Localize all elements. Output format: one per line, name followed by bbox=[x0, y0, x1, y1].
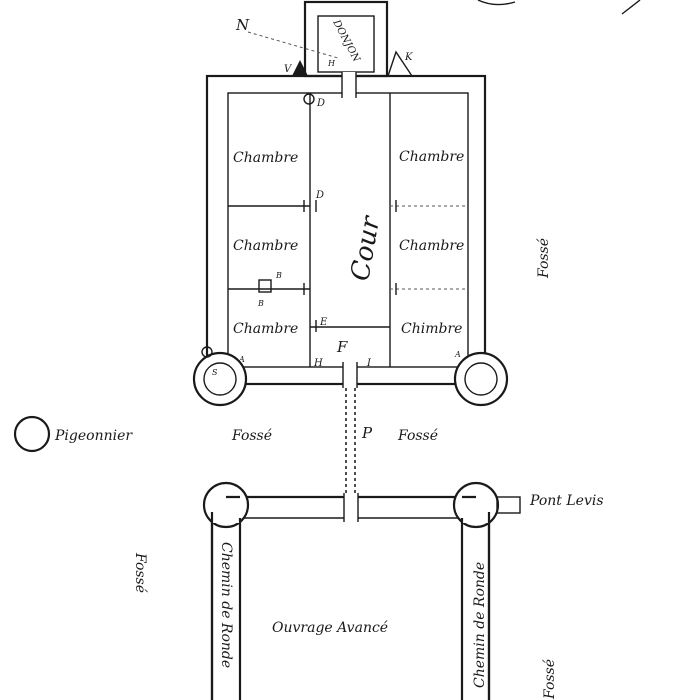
fosse-mid-right-label: Fossé bbox=[397, 428, 438, 444]
mark-v: V bbox=[284, 64, 293, 75]
well-b bbox=[258, 279, 272, 293]
mark-a-left: A bbox=[238, 355, 245, 364]
bridge-causeway bbox=[345, 388, 356, 497]
chambre-right-2: Chambre bbox=[399, 238, 464, 254]
outwork-walls bbox=[210, 493, 491, 700]
fosse-bottom-right-label: Fossé bbox=[542, 659, 558, 700]
pigeonnier-circle bbox=[13, 415, 51, 453]
pigeonnier-label: Pigeonnier bbox=[54, 428, 133, 444]
keep-south-gate bbox=[342, 362, 358, 388]
pont-levis-label: Pont Levis bbox=[529, 493, 604, 509]
mark-s: S bbox=[212, 368, 218, 377]
outwork-tower-east bbox=[452, 481, 521, 700]
corner-sketch-mark bbox=[621, 0, 641, 15]
corner-wedge-left bbox=[292, 60, 308, 76]
chambre-right-3: Chimbre bbox=[401, 321, 462, 337]
fosse-left-bottom-label: Fossé bbox=[132, 552, 148, 593]
chemin-right-label: Chemin de Ronde bbox=[472, 562, 488, 688]
mark-b-1: B bbox=[275, 271, 282, 280]
mark-h-bottom: H bbox=[313, 358, 323, 369]
chambre-left-1: Chambre bbox=[233, 150, 298, 166]
tower-south-east: A bbox=[453, 350, 509, 407]
outwork-tower-west bbox=[202, 481, 250, 700]
cour-label: Cour bbox=[345, 213, 386, 283]
mark-a-right: A bbox=[454, 350, 461, 359]
corner-sketch-mark bbox=[477, 0, 516, 6]
mark-f: F bbox=[336, 338, 348, 356]
fosse-right-label: Fossé bbox=[536, 238, 552, 279]
mark-d-top: D bbox=[316, 98, 325, 109]
mark-e: E bbox=[319, 317, 328, 328]
well-circle-top bbox=[303, 93, 315, 105]
north-compass: N bbox=[235, 16, 339, 59]
mark-k: K bbox=[404, 52, 413, 63]
donjon-tower: DONJON H bbox=[303, 0, 389, 78]
chambre-right-1: Chambre bbox=[399, 149, 464, 165]
mark-h-top: H bbox=[327, 59, 336, 68]
chemin-left-label: Chemin de Ronde bbox=[218, 542, 234, 668]
mark-p: P bbox=[361, 424, 373, 442]
compass-n-label: N bbox=[235, 16, 250, 34]
fosse-mid-left-label: Fossé bbox=[231, 428, 272, 444]
tower-south-west: S A bbox=[192, 346, 248, 407]
mark-i: I bbox=[366, 358, 372, 369]
chambre-left-2: Chambre bbox=[233, 238, 298, 254]
mark-d-mid: D bbox=[315, 190, 324, 201]
mark-b-2: B bbox=[257, 299, 264, 308]
door-marks bbox=[303, 200, 397, 332]
ouvrage-label: Ouvrage Avancé bbox=[272, 620, 388, 636]
chambre-left-3: Chambre bbox=[233, 321, 298, 337]
